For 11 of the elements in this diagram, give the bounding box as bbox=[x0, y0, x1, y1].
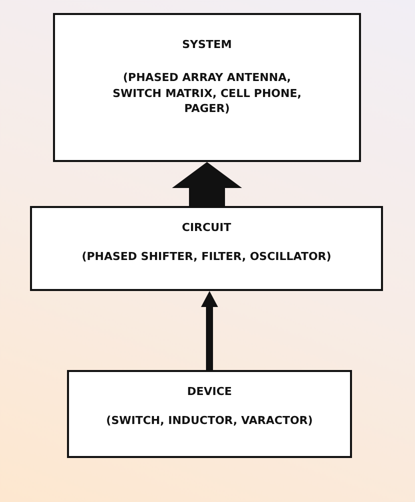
arrow bbox=[201, 291, 218, 370]
arrow bbox=[172, 162, 242, 206]
box-title: CIRCUIT bbox=[182, 220, 232, 236]
box-title: DEVICE bbox=[187, 384, 232, 400]
box-description: (SWITCH, INDUCTOR, VARACTOR) bbox=[106, 413, 313, 429]
box-description: (PHASED ARRAY ANTENNA, SWITCH MATRIX, CELL PHONE, PAGER) bbox=[112, 70, 302, 117]
device-box bbox=[67, 370, 352, 458]
box-description: (PHASED SHIFTER, FILTER, OSCILLATOR) bbox=[82, 249, 332, 265]
circuit-box bbox=[30, 206, 383, 291]
system-box bbox=[53, 13, 361, 162]
box-title: SYSTEM bbox=[182, 37, 232, 52]
